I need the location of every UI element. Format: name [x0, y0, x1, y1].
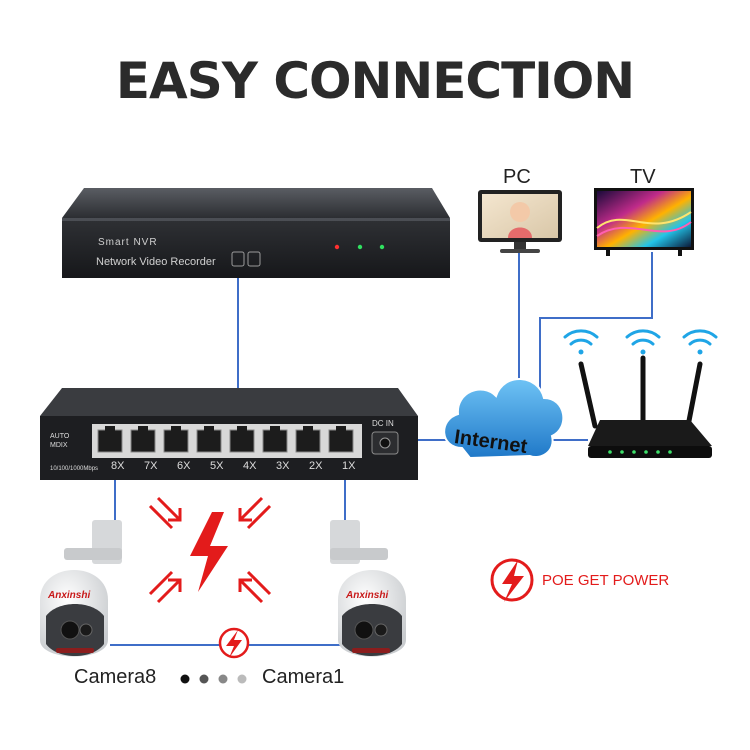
port-label-1: 1X	[342, 460, 356, 472]
camera1-label: Camera1	[262, 666, 345, 688]
wifi-icon	[563, 329, 599, 355]
camera-1	[330, 520, 406, 657]
ethernet-port-tab	[303, 426, 313, 431]
poe-icon	[490, 558, 534, 602]
router-body	[588, 420, 712, 446]
page-title: EASY CONNECTION	[115, 52, 635, 110]
ethernet-port-tab	[105, 426, 115, 431]
nvr-led-green	[357, 244, 363, 250]
nvr-led-red	[334, 244, 340, 250]
wifi-router	[563, 329, 718, 458]
ethernet-port	[295, 429, 321, 453]
tv-device	[594, 188, 694, 256]
camera-lens	[60, 620, 80, 640]
arrow-icon	[238, 496, 272, 530]
lightning-icon	[190, 512, 228, 592]
ethernet-port-tab	[204, 426, 214, 431]
ethernet-port	[130, 429, 156, 453]
ethernet-port-tab	[336, 426, 346, 431]
port-group	[97, 426, 354, 453]
switch-speed-label: 10/100/1000Mbps	[50, 466, 99, 472]
wire-cloud-tv	[539, 252, 653, 402]
ethernet-port	[196, 429, 222, 453]
nvr-led-green	[379, 244, 385, 250]
port-label-7: 7X	[144, 460, 158, 472]
switch-mdix-label: MDIX	[50, 442, 68, 449]
switch-top	[40, 388, 418, 416]
tv-label: TV	[630, 166, 656, 188]
ethernet-port-tab	[270, 426, 280, 431]
link-bolt-icon	[218, 627, 250, 659]
camera-lens	[354, 620, 374, 640]
arrow-icon	[238, 570, 272, 604]
camera8-label: Camera8	[74, 666, 157, 688]
switch-dc-label: DC IN	[372, 419, 394, 428]
nvr-brand: Smart NVR	[98, 237, 158, 248]
nvr-usb-port	[247, 251, 261, 267]
camera-dots	[180, 674, 247, 684]
camera8-brand: Anxinshi	[48, 590, 91, 601]
nvr-front	[62, 218, 450, 278]
port-label-4: 4X	[243, 460, 257, 472]
arrow-icon	[148, 570, 182, 604]
pc-label: PC	[503, 166, 531, 188]
tv-screen	[597, 191, 691, 247]
ethernet-port	[163, 429, 189, 453]
switch-auto-label: AUTO	[50, 433, 70, 440]
poe-switch	[40, 388, 418, 480]
nvr-usb-port	[231, 251, 245, 267]
port-label-2: 2X	[309, 460, 323, 472]
port-label-5: 5X	[210, 460, 224, 472]
camera1-brand: Anxinshi	[346, 590, 389, 601]
power-burst	[148, 496, 272, 604]
camera-8	[40, 520, 122, 657]
nvr-device	[62, 188, 450, 278]
nvr-top	[62, 188, 450, 218]
port-label-8: 8X	[111, 460, 125, 472]
ethernet-port-tab	[138, 426, 148, 431]
port-label-6: 6X	[177, 460, 191, 472]
arrow-icon	[148, 496, 182, 530]
wifi-icon	[682, 329, 718, 355]
pc-device	[478, 190, 562, 253]
internet-cloud	[443, 378, 565, 460]
port-label-3: 3X	[276, 460, 290, 472]
ellipsis-dot	[237, 674, 247, 684]
ethernet-port	[328, 429, 354, 453]
poe-legend-text: POE GET POWER	[542, 572, 670, 589]
router-leds	[608, 450, 672, 454]
ellipsis-dot	[199, 674, 209, 684]
ethernet-port	[229, 429, 255, 453]
ellipsis-dot	[180, 674, 190, 684]
ethernet-port-tab	[237, 426, 247, 431]
nvr-model: Network Video Recorder	[96, 256, 216, 268]
ethernet-port	[262, 429, 288, 453]
wifi-icon	[625, 329, 661, 355]
ethernet-port-tab	[171, 426, 181, 431]
ellipsis-dot	[218, 674, 228, 684]
ethernet-port	[97, 429, 123, 453]
